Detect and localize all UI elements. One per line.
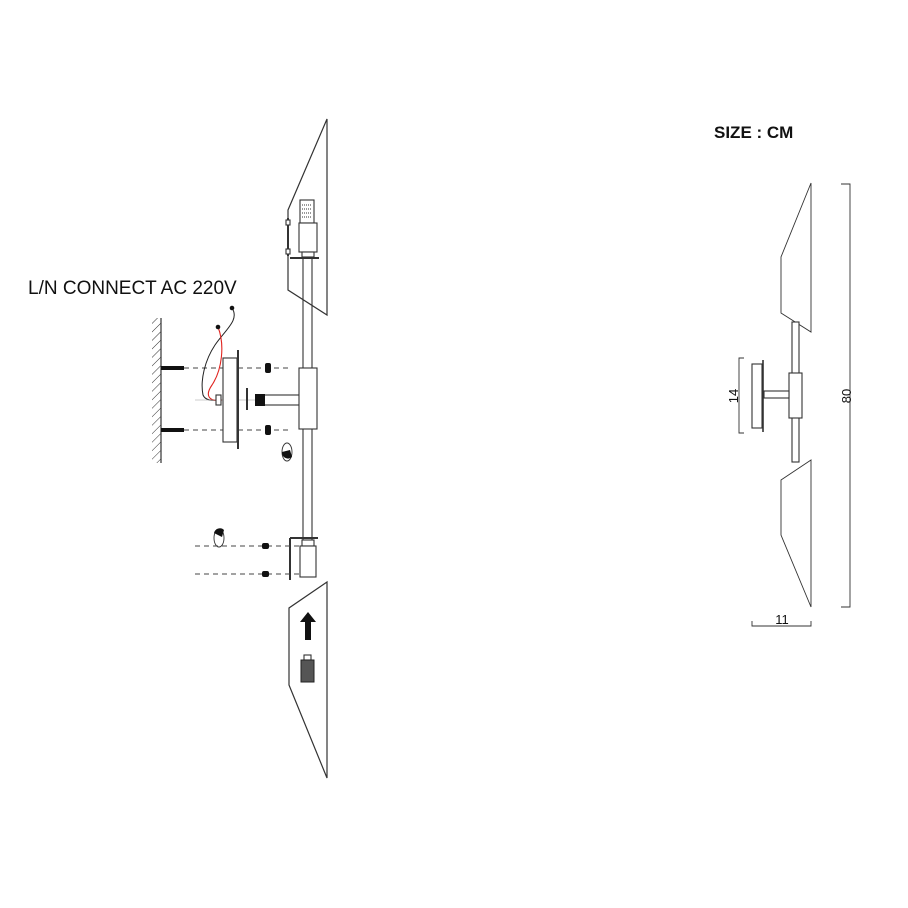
wall [152, 318, 162, 463]
arrow-up-icon [300, 612, 316, 640]
dimension-height: 80 [839, 183, 854, 608]
lower-shade [288, 580, 328, 779]
svg-text:80: 80 [839, 389, 854, 403]
rotate-icon [213, 528, 225, 548]
socket-grid-icon [300, 654, 315, 683]
wall-backplate [222, 350, 248, 449]
dimension-backplate: 14 [726, 357, 744, 434]
size-unit-label: SIZE : CM [714, 123, 793, 142]
svg-text:14: 14 [726, 389, 741, 403]
upper-shade [285, 118, 328, 317]
rotate-icon [281, 442, 293, 462]
power-wires [195, 305, 260, 406]
socket-grid-icon [302, 204, 312, 218]
lamp-body [255, 257, 318, 544]
wall-anchor-bolts [161, 363, 290, 435]
lower-lamp-holder [195, 537, 318, 580]
wiring-label: L/N CONNECT AC 220V [28, 278, 237, 299]
svg-text:11: 11 [775, 612, 789, 627]
dimension-depth: 11 [751, 612, 812, 627]
dimension-view [751, 182, 812, 608]
